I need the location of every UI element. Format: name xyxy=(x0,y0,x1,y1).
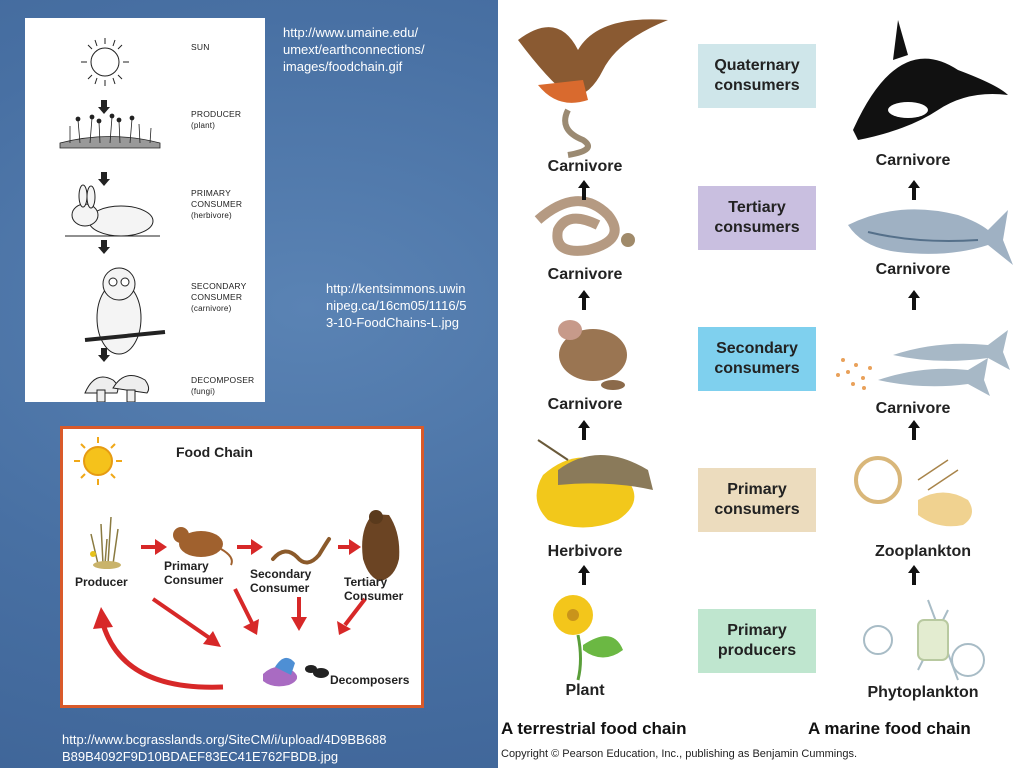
bcgrasslands-url[interactable]: http://www.bcgrasslands.org/SiteCM/i/upl… xyxy=(62,732,387,764)
rattlesnake-icon xyxy=(534,196,635,256)
zooplankton-icon xyxy=(854,456,972,527)
terrestrial-label: Herbivore xyxy=(547,543,623,560)
herring-icon xyxy=(836,330,1010,396)
down-arrow-icon xyxy=(98,100,110,114)
decomposer-icon xyxy=(263,657,329,687)
umaine-url[interactable]: http://www.umaine.edu/ umext/earthconnec… xyxy=(283,25,425,74)
marine-label: Carnivore xyxy=(875,261,951,278)
up-arrow-icon xyxy=(578,565,590,585)
marine-label: Phytoplankton xyxy=(867,684,979,701)
terrestrial-label: Plant xyxy=(565,682,605,699)
mouse-icon xyxy=(558,320,627,390)
orca-icon xyxy=(853,20,1008,140)
rabbit-icon xyxy=(65,184,160,237)
marine-label: Carnivore xyxy=(875,152,951,169)
terrestrial-label: Carnivore xyxy=(547,396,623,413)
marine-label: Carnivore xyxy=(875,400,951,417)
level-label-primary: PRIMARY CONSUMER(herbivore) xyxy=(191,188,243,220)
down-arrow-icon xyxy=(98,240,110,254)
yellow-flower-icon xyxy=(553,595,623,681)
terrestrial-label: Carnivore xyxy=(547,266,623,283)
up-arrow-icon xyxy=(578,420,590,440)
basic-chain-drawings xyxy=(59,38,166,402)
hawk-icon xyxy=(362,510,400,581)
producer-label: Producer xyxy=(75,575,128,589)
level-label-sun: SUN xyxy=(191,42,210,52)
marine-label: Zooplankton xyxy=(875,543,971,560)
up-arrow-icon xyxy=(578,290,590,310)
up-arrow-icon xyxy=(908,420,920,440)
grasshopper-flower-icon xyxy=(536,439,653,528)
level-label-decomposer: DECOMPOSER(fungi) xyxy=(191,375,255,396)
comparison-drawings xyxy=(518,19,1013,681)
food-chain-drawings xyxy=(74,437,400,690)
marine-chain-title: A marine food chain xyxy=(808,719,971,738)
up-arrow-icon xyxy=(908,290,920,310)
snake-icon xyxy=(271,537,331,565)
basic-food-chain-image: SUN PRODUCER(plant) PRIMARY CONSUMER(her… xyxy=(25,18,265,402)
phytoplankton-icon xyxy=(863,599,985,681)
up-arrow-icon xyxy=(908,180,920,200)
tuna-icon xyxy=(848,209,1013,265)
kentsimmons-url[interactable]: http://kentsimmons.uwin nipeg.ca/16cm05/… xyxy=(326,281,467,330)
mouse-icon xyxy=(173,527,233,566)
down-arrow-icon xyxy=(98,348,110,362)
copyright-notice: Copyright © Pearson Education, Inc., pub… xyxy=(501,748,858,760)
up-arrow-icon xyxy=(578,180,590,200)
plant-icon xyxy=(59,113,161,149)
sun-icon xyxy=(81,38,129,86)
up-arrow-icon xyxy=(908,565,920,585)
terrestrial-label: Carnivore xyxy=(547,158,623,175)
owl-icon xyxy=(84,267,166,355)
down-arrow-icon xyxy=(98,172,110,186)
food-chain-title: Food Chain xyxy=(176,444,253,460)
level-label-secondary: SECONDARY CONSUMER(carnivore) xyxy=(191,281,247,313)
sun-icon xyxy=(74,437,122,485)
terrestrial-chain-title: A terrestrial food chain xyxy=(501,719,687,738)
level-label-producer: PRODUCER(plant) xyxy=(191,109,242,130)
decomposers-label: Decomposers xyxy=(330,673,410,687)
mushroom-icon xyxy=(84,375,150,402)
hawk-icon xyxy=(518,19,668,158)
grass-icon xyxy=(90,516,121,569)
